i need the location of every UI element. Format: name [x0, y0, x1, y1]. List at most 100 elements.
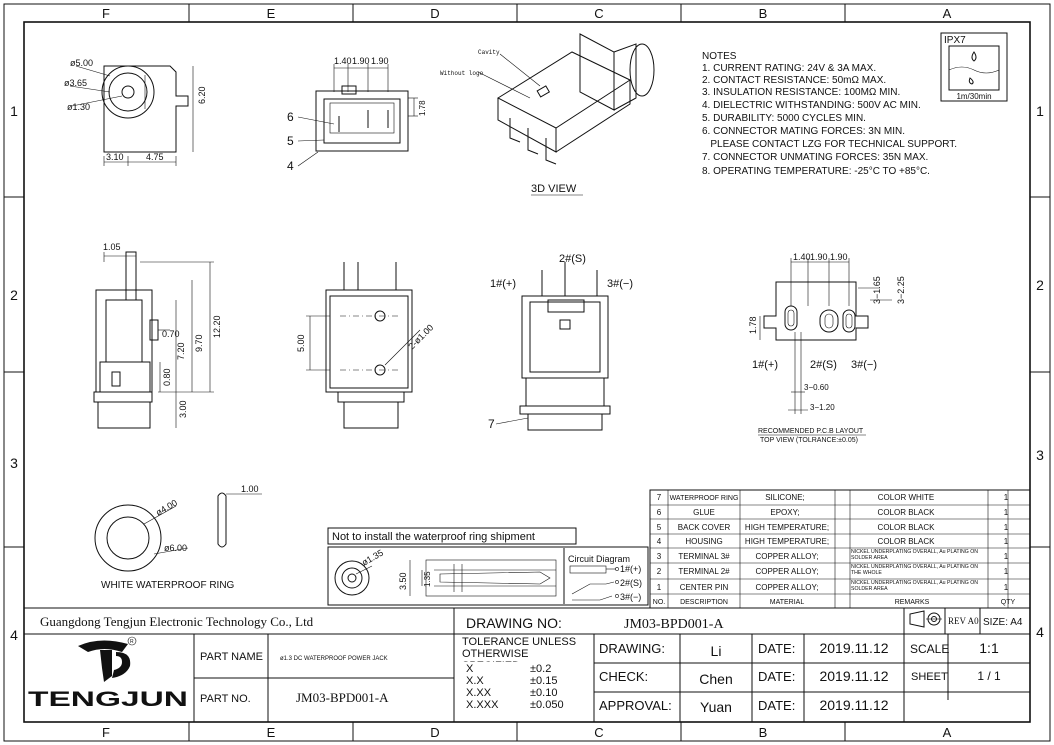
shipment-section: Not to install the waterproof ring shipm… — [327, 527, 649, 606]
tolerance-list: X ±0.2 X.X ±0.15 X.XX ±0.10 X.XXX ±0.050 — [466, 663, 564, 711]
side-view-2: 5.00 2-ø1.00 — [296, 262, 435, 429]
ipx-rating: IPX7 1m/30min — [940, 32, 1008, 102]
bom-qty: 1 — [1004, 537, 1009, 546]
bom-row: 3 TERMINAL 3# COPPER ALLOY; NICKEL UNDER… — [657, 549, 1009, 561]
part-no-label: PART NO. — [200, 693, 251, 705]
iso-view: Cavity Without logo 3D VIEW — [440, 33, 655, 196]
part-name: ø1.3 DC WATERPROOF POWER JACK — [280, 656, 388, 662]
bom-material: COPPER ALLOY; — [755, 552, 818, 561]
bom-material: HIGH TEMPERATURE; — [745, 523, 829, 532]
date-label: DATE: — [758, 641, 795, 656]
bom-no: 3 — [657, 552, 662, 561]
sheet-label: SHEET — [911, 671, 948, 683]
note-line: PLEASE CONTACT LZG FOR TECHNICAL SUPPORT… — [702, 139, 957, 150]
date-label: DATE: — [758, 698, 795, 713]
col-label: A — [943, 6, 952, 21]
col-label: E — [267, 725, 276, 740]
note-line: 3. INSULATION RESISTANCE: 100MΩ MIN. — [702, 87, 900, 98]
dim-label: 1.90 — [371, 56, 389, 66]
col-label: F — [102, 6, 110, 21]
bom-header-cell: NO. — [653, 599, 666, 606]
pcb-pin-label: 3#(−) — [851, 359, 877, 371]
bom-remarks: COLOR BLACK — [878, 523, 936, 532]
approved-by: Yuan — [700, 699, 732, 715]
notes-title: NOTES — [702, 51, 737, 62]
top-view: 1.40 1.90 1.90 1.78 6 5 4 — [287, 56, 427, 173]
dim-label: 1.05 — [103, 242, 121, 252]
bom-remarks: NICKEL UNDERPLATING OVERALL, Au PLATING … — [851, 549, 979, 561]
bom-qty: 1 — [1004, 508, 1009, 517]
notes-block: NOTES 1. CURRENT RATING: 24V & 3A MAX. 2… — [702, 51, 957, 177]
dim-label: 3−1.20 — [810, 403, 835, 412]
dim-label: ø3.65 — [64, 78, 87, 88]
callout: 6 — [287, 110, 294, 124]
bom-remarks: COLOR BLACK — [878, 537, 936, 546]
sheet-size: SIZE: A4 — [983, 617, 1023, 628]
date-value: 2019.11.12 — [819, 668, 888, 684]
bom-remarks-wrap: NICKEL UNDERPLATING OVERALL, Au PLATING … — [851, 564, 978, 576]
bom-no: 6 — [657, 508, 662, 517]
circuit-pin: 1#(+) — [620, 564, 641, 574]
drawing-label: DRAWING: — [599, 641, 665, 656]
date-value: 2019.11.12 — [819, 697, 888, 713]
dim-label: 4.75 — [146, 152, 164, 162]
tolerance-value: ±0.2 — [530, 663, 551, 675]
dim-label: 3−0.60 — [804, 383, 829, 392]
bom-remarks: COLOR WHITE — [878, 493, 934, 502]
projection-symbol-icon — [909, 610, 942, 628]
circuit-title: Circuit Diagram — [568, 554, 630, 564]
scale-value: 1:1 — [979, 640, 999, 656]
row-labels: 1 2 3 4 1 2 3 4 — [10, 103, 1044, 643]
tolerance-value: ±0.10 — [530, 687, 557, 699]
note-line: 5. DURABILITY: 5000 CYCLES MIN. — [702, 113, 866, 124]
dim-label: 1.78 — [748, 316, 758, 334]
front-view: ø5.00 ø3.65 ø1.30 3.10 4.75 6.20 — [64, 58, 207, 166]
bom-qty: 1 — [1004, 493, 1009, 502]
row-label: 3 — [10, 455, 18, 471]
dim-label: 6.20 — [197, 86, 207, 104]
bom-row: 2 TERMINAL 2# COPPER ALLOY; NICKEL UNDER… — [657, 564, 1009, 576]
note-line: 4. DIELECTRIC WITHSTANDING: 500V AC MIN. — [702, 100, 921, 111]
tengjun-logo: R TENGJUN — [28, 636, 188, 711]
circuit-pin: 3#(−) — [620, 592, 641, 602]
circuit-pin: 2#(S) — [620, 578, 642, 588]
iso-callout: Without logo — [440, 70, 484, 77]
pcb-caption: RECOMMENDED P.C.B LAYOUT — [758, 428, 864, 435]
revision: REV A0 — [948, 616, 979, 626]
callout: 5 — [287, 134, 294, 148]
bom-qty: 1 — [1004, 552, 1009, 561]
dim-label: 9.70 — [194, 334, 204, 352]
check-label: CHECK: — [599, 669, 648, 684]
approvals: DRAWING: Li DATE: 2019.11.12 SCALE 1:1 C… — [599, 640, 1001, 715]
sheet-value: 1 / 1 — [977, 669, 1001, 683]
approval-label: APPROVAL: — [599, 698, 672, 713]
date-value: 2019.11.12 — [819, 640, 888, 656]
tolerance-key: X — [466, 663, 474, 675]
row-label: 3 — [1036, 447, 1044, 463]
bom-material: EPOXY; — [770, 508, 799, 517]
ipx-sub: 1m/30min — [956, 92, 991, 101]
dim-label: 1.40 — [334, 56, 352, 66]
bom-row: 7 WATERPROOF RING SILICONE; COLOR WHITE … — [657, 493, 1009, 502]
row-label: 4 — [1036, 624, 1044, 640]
callout: 4 — [287, 159, 294, 173]
dim-label: 1.90 — [830, 252, 848, 262]
dim-label: 0.80 — [162, 368, 172, 386]
row-label: 1 — [10, 103, 18, 119]
pcb-layout: 1.40 1.90 1.90 3−1.65 3−2.25 1.78 1#(+) … — [748, 252, 906, 444]
bom-qty: 1 — [1004, 567, 1009, 576]
waterproof-ring: ø4.00 ø6.00 1.00 WHITE WATERPROOF RING — [94, 484, 262, 591]
bom-material: HIGH TEMPERATURE; — [745, 537, 829, 546]
dim-label: ø1.30 — [67, 102, 90, 112]
col-label: F — [102, 725, 110, 740]
bom-no: 7 — [657, 493, 662, 502]
date-label: DATE: — [758, 669, 795, 684]
ipx-label: IPX7 — [944, 35, 966, 46]
dim-label: 5.00 — [296, 334, 306, 352]
pin-view: 7 1#(+) 2#(S) 3#(−) — [488, 253, 633, 431]
row-label: 2 — [1036, 277, 1044, 293]
bom-desc: TERMINAL 3# — [678, 552, 730, 561]
bom-header-cell: DESCRIPTION — [680, 599, 728, 606]
dim-label: ø1.35 — [360, 548, 385, 568]
